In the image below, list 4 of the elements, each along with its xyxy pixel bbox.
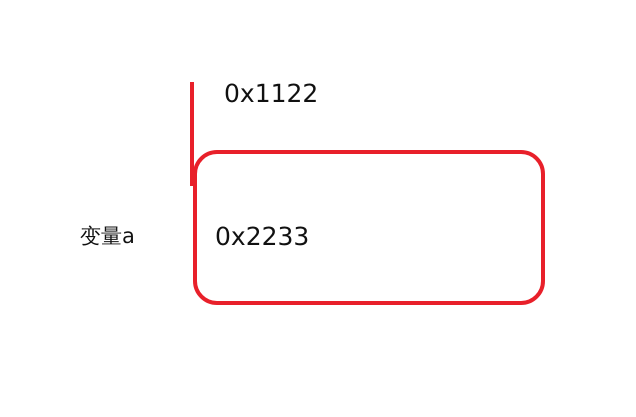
memory-box <box>193 150 545 305</box>
value-text: 0x2233 <box>215 222 310 251</box>
variable-name: 变量a <box>80 223 135 250</box>
address-label: 0x1122 <box>224 79 318 108</box>
